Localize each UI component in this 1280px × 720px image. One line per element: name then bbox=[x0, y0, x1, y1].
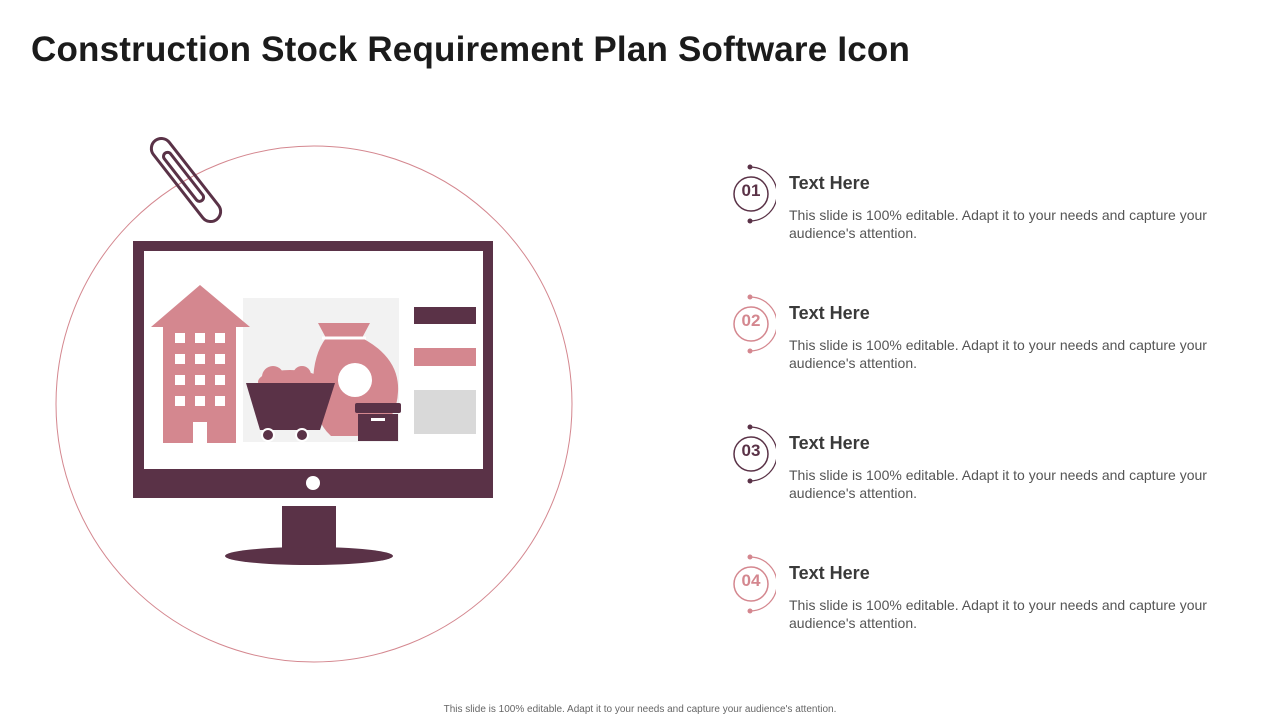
page-title: Construction Stock Requirement Plan Soft… bbox=[31, 30, 911, 69]
footer-note: This slide is 100% editable. Adapt it to… bbox=[443, 704, 837, 715]
mining-cart-icon bbox=[246, 366, 335, 442]
list-item: 04 Text Here This slide is 100% editable… bbox=[730, 550, 1250, 680]
list-item: 02 Text Here This slide is 100% editable… bbox=[730, 290, 1250, 420]
background-circle bbox=[55, 145, 573, 663]
item-text: This slide is 100% editable. Adapt it to… bbox=[789, 207, 1207, 241]
list-item: 01 Text Here This slide is 100% editable… bbox=[730, 160, 1250, 290]
badge-ring-icon bbox=[733, 164, 776, 224]
item-heading: Text Here bbox=[789, 433, 870, 453]
item-text: This slide is 100% editable. Adapt it to… bbox=[789, 337, 1207, 371]
item-text: This slide is 100% editable. Adapt it to… bbox=[789, 597, 1207, 631]
item-heading: Text Here bbox=[789, 563, 870, 583]
items-list: 01 Text Here This slide is 100% editable… bbox=[730, 160, 1250, 680]
item-number: 04 bbox=[741, 571, 761, 590]
badge-ring-icon bbox=[733, 554, 776, 614]
badge-ring-icon bbox=[733, 424, 776, 484]
item-number: 03 bbox=[741, 441, 761, 460]
paperclip-icon bbox=[149, 136, 223, 224]
item-heading: Text Here bbox=[789, 303, 870, 323]
item-text: This slide is 100% editable. Adapt it to… bbox=[789, 467, 1207, 501]
item-number: 01 bbox=[741, 181, 761, 200]
monitor-base bbox=[225, 547, 393, 565]
bar-pink bbox=[414, 348, 476, 366]
bar-gray bbox=[414, 390, 476, 434]
monitor-neck bbox=[282, 506, 336, 553]
box-icon bbox=[355, 403, 401, 441]
badge-ring-icon bbox=[733, 294, 776, 354]
power-button bbox=[306, 476, 320, 490]
item-heading: Text Here bbox=[789, 173, 870, 193]
illustration bbox=[55, 136, 573, 663]
building-windows bbox=[175, 333, 225, 443]
bar-dark bbox=[414, 307, 476, 324]
item-number: 02 bbox=[741, 311, 761, 330]
list-item: 03 Text Here This slide is 100% editable… bbox=[730, 420, 1250, 550]
